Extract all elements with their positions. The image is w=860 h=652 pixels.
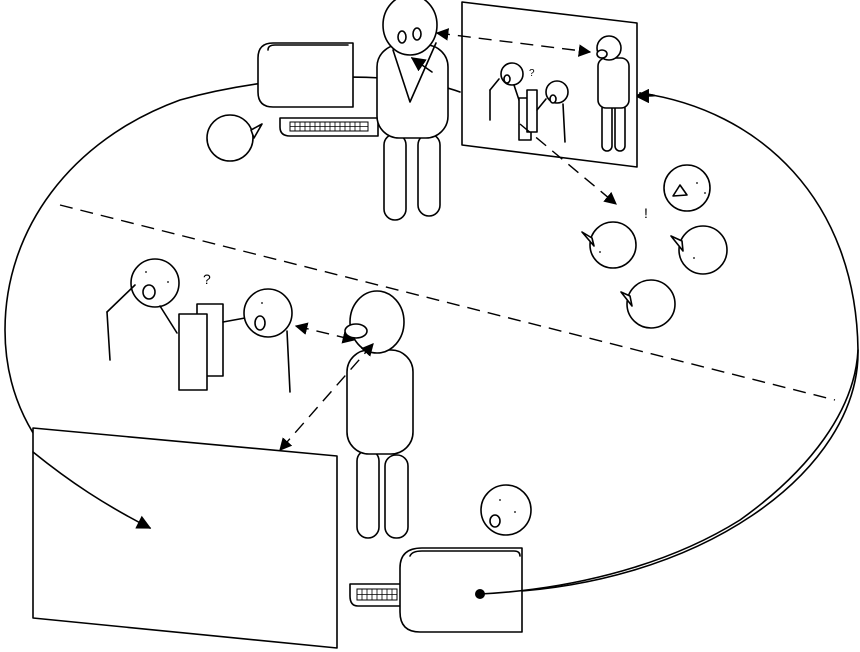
arrow-to-presenter-face	[410, 57, 433, 73]
presenter-top	[376, 0, 449, 221]
remote-listener-head	[206, 114, 263, 162]
question-mark-small: ?	[529, 68, 535, 79]
question-mark-large: ?	[203, 271, 211, 287]
audience-head-3	[670, 225, 728, 275]
exclamation-mark: !	[644, 205, 648, 221]
gaze-arrow-presenter-to-screen-bottom	[279, 343, 374, 451]
keyboard-icon	[279, 117, 379, 137]
presenter-bottom	[344, 290, 414, 539]
keyboard-bottom	[349, 583, 404, 607]
audience-head-1	[663, 164, 711, 212]
audience-head-4	[620, 279, 676, 329]
video-camera-icon	[399, 547, 523, 633]
arrow-into-screen-overlay	[32, 451, 152, 529]
projection-screen-bottom	[32, 427, 338, 649]
remote-viewer-head	[480, 484, 532, 536]
audience-head-2	[581, 221, 637, 269]
gaze-arrow-presenter-to-screen	[435, 28, 592, 57]
desktop-computer-icon	[257, 42, 354, 108]
room-boundary-ellipse	[479, 92, 859, 594]
discussion-group: ?	[106, 258, 293, 393]
room-boundary-arc-back	[634, 88, 656, 104]
gaze-arrow-group-to-presenter	[294, 322, 356, 344]
camera-feed-line	[479, 349, 859, 595]
room-division-dashed-line	[59, 204, 836, 401]
screen-miniature-scene: ?	[489, 35, 630, 152]
